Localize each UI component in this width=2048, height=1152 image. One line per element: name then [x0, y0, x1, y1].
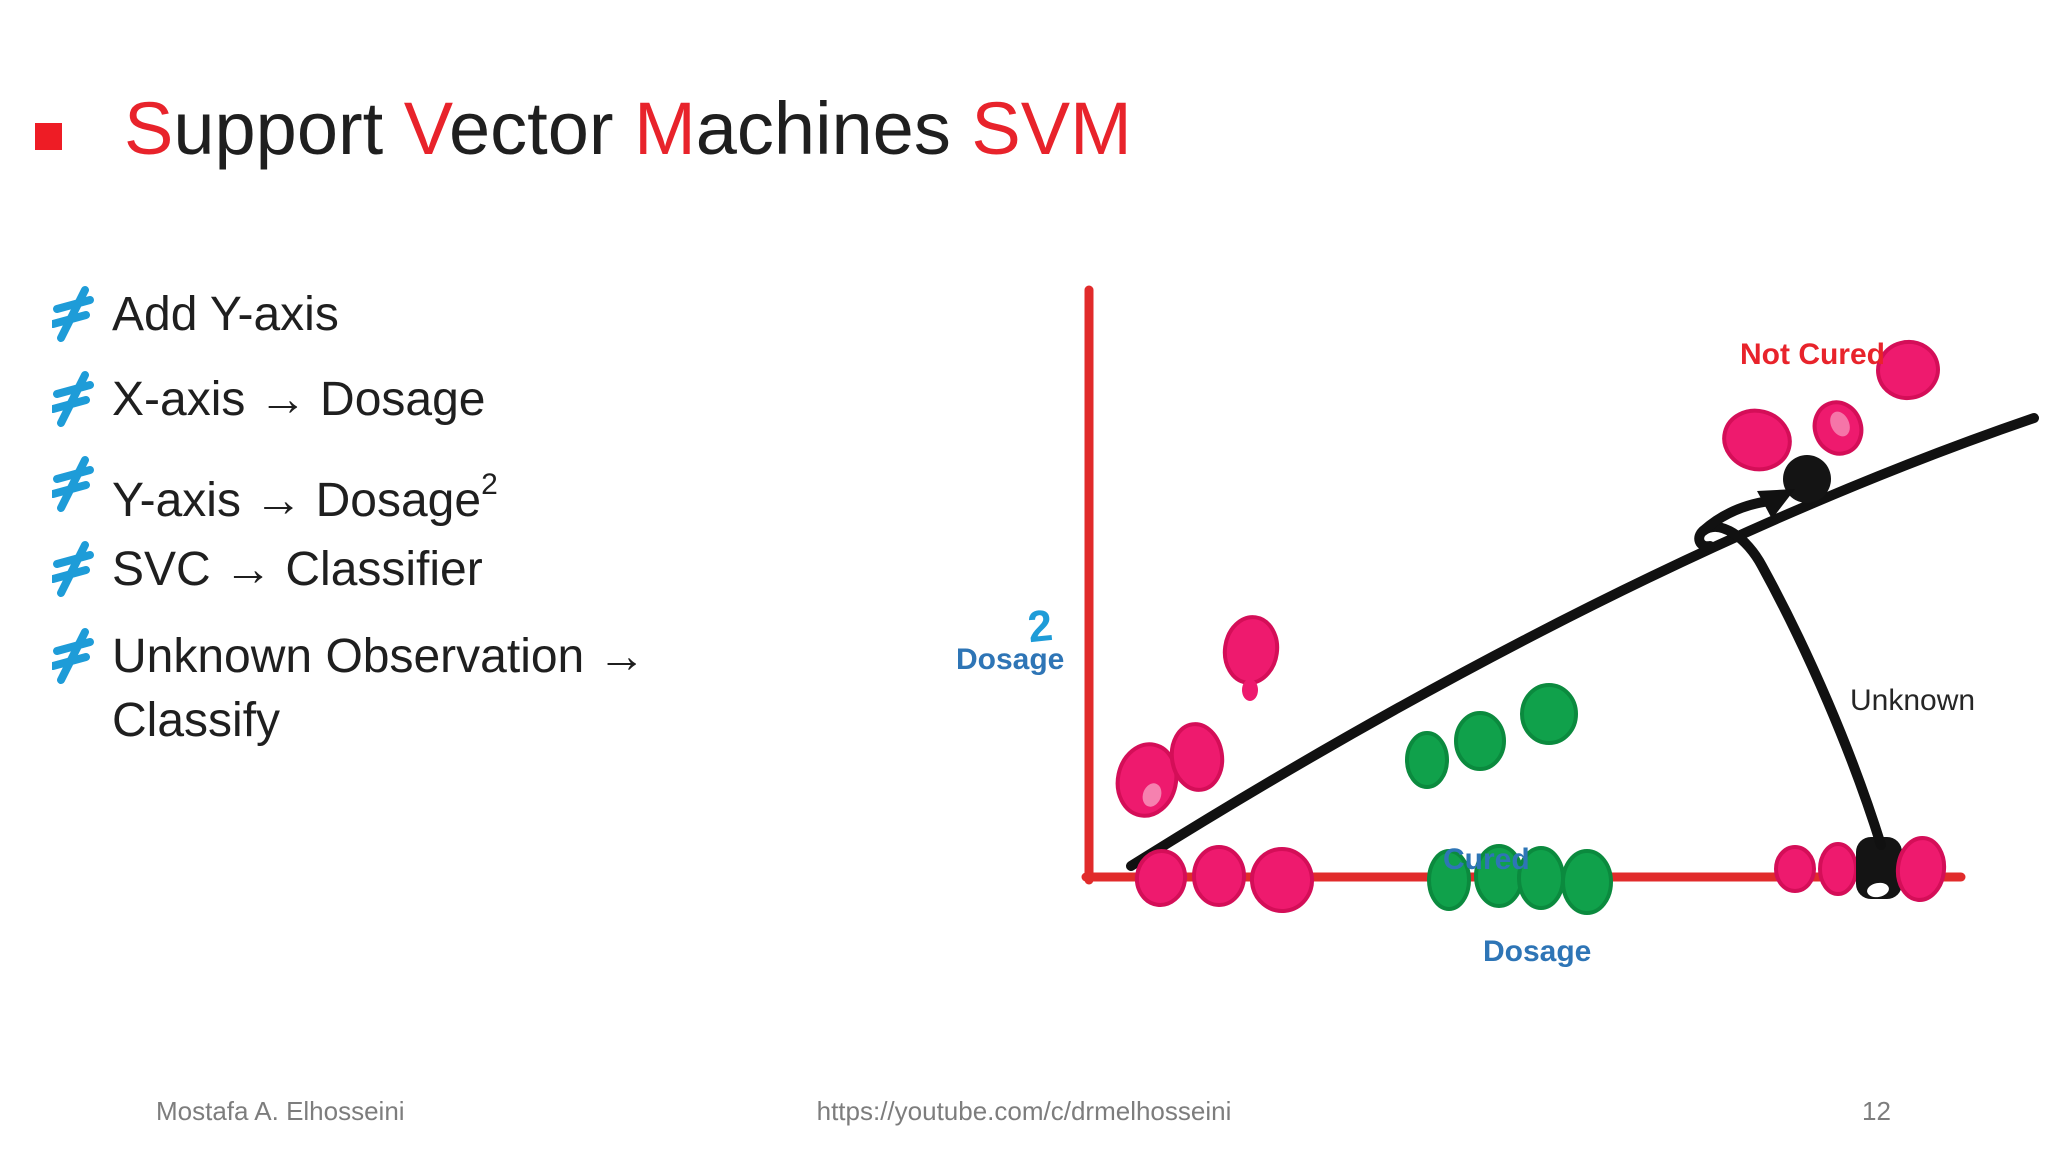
unknown-point-on-boundary — [1783, 455, 1831, 503]
title-segment: ector — [449, 87, 635, 170]
strikethrough-slash-icon — [49, 455, 98, 513]
title-segment: V — [403, 87, 450, 170]
strikethrough-slash-icon — [49, 285, 98, 343]
list-item: Unknown Observation →Classify — [49, 625, 646, 753]
footer-author: Mostafa A. Elhosseini — [156, 1096, 405, 1126]
decision-boundary-line — [1126, 413, 2039, 871]
cured-label: Cured — [1443, 843, 1530, 876]
not-cured-label: Not Cured — [1740, 338, 1885, 371]
list-item-text: X-axis → Dosage — [112, 373, 486, 426]
list-item: SVC → Classifier — [49, 538, 483, 602]
unknown-label: Unknown — [1850, 684, 1976, 717]
footer-page-number: 12 — [1862, 1096, 1891, 1126]
list-item: Add Y-axis — [49, 283, 339, 347]
y-axis-label: Dosage — [956, 643, 1065, 676]
list-item-second-line: Classify — [112, 694, 281, 747]
list-item-text: SVC → Classifier — [112, 543, 483, 596]
list-item-text: Add Y-axis — [112, 288, 339, 341]
title-segment: M — [634, 87, 696, 170]
x-axis-points-group — [1134, 836, 1947, 915]
strikethrough-slash-icon — [49, 540, 98, 598]
title-segment: S — [124, 87, 174, 170]
title-segment: upport — [173, 87, 404, 170]
strikethrough-slash-icon — [49, 370, 98, 428]
y-axis-exponent: 2 — [1025, 600, 1055, 653]
list-item-text: Unknown Observation →Classify — [112, 625, 646, 753]
list-item: X-axis → Dosage — [49, 368, 486, 432]
superscript: 2 — [481, 468, 498, 501]
title-segment: SVM — [971, 87, 1132, 170]
list-item-text: Y-axis → Dosage2 — [112, 468, 498, 527]
title-segment: achines — [695, 87, 972, 170]
cured-points-group — [1405, 683, 1578, 789]
unknown-projection-arrow — [1694, 489, 1886, 850]
page-title: Support Vector Machines SVM — [124, 88, 1132, 169]
x-axis-label: Dosage — [1483, 935, 1592, 968]
strikethrough-slash-icon — [49, 627, 98, 685]
list-item: Y-axis → Dosage2 — [49, 453, 498, 533]
not-cured-points-group — [1115, 339, 1940, 818]
footer-url: https://youtube.com/c/drmelhosseini — [816, 1096, 1232, 1126]
title-bullet-marker — [35, 123, 62, 150]
